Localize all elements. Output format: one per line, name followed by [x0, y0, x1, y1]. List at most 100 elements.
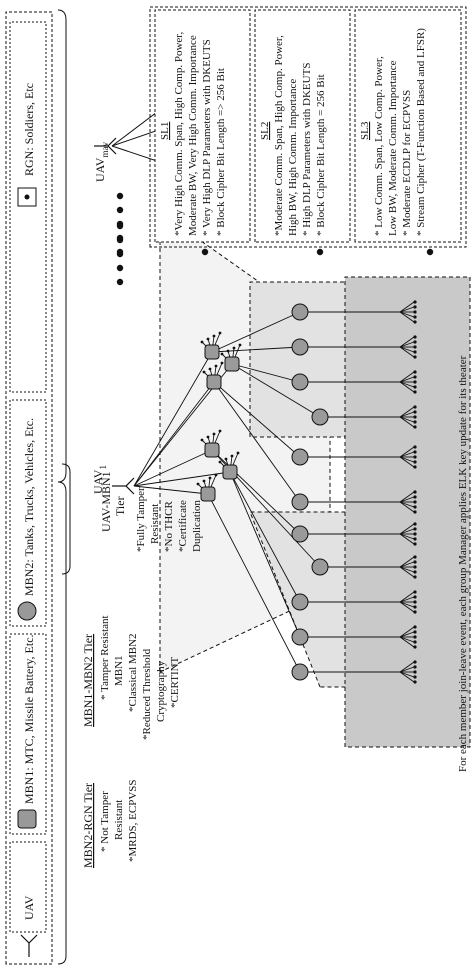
legend-mbn2-box	[9, 399, 47, 627]
sl3-frame	[354, 9, 462, 243]
sl1-line-2: * Very High DLP Parameters with DKEUTS	[201, 39, 213, 236]
sl1-title: SL1	[159, 122, 171, 140]
note-mbn2-rgn-0: * Not Tamper	[99, 791, 111, 852]
tier-regions	[159, 211, 471, 748]
uavmav-label: UAVmav	[93, 142, 110, 182]
uav1-label: UAV1	[91, 465, 108, 494]
mbn1-leaf-node	[220, 361, 224, 365]
legend-mbn1-box	[9, 633, 47, 835]
mbn1-leaf-node	[206, 337, 210, 341]
mbn1-node	[204, 442, 220, 458]
mbn1-mbn2-link	[229, 471, 301, 638]
tier-uav-mbn1-line2: Tier	[113, 496, 127, 516]
uav-icon	[20, 934, 38, 957]
rgn-node	[413, 640, 417, 644]
sl2-box: SL2 *Moderate Comm. Span, High Comp. Pow…	[254, 9, 351, 243]
mbn1-mbn2-link	[231, 363, 301, 383]
rgn-node	[413, 560, 417, 564]
mbn1-leaf-node	[212, 334, 216, 338]
uav1-mbn1-link	[133, 471, 231, 487]
mbn1-leaf-node	[196, 482, 200, 486]
rgn-node	[413, 320, 417, 324]
mbn2-circle-icon	[17, 601, 37, 621]
mbn1-leaf-node	[202, 479, 206, 483]
tier-uav-mbn1-brace	[61, 463, 71, 575]
mbn1-leaf-node	[200, 340, 204, 344]
mbn2-node	[291, 303, 309, 321]
note-uav-mbn1-2: *No THCR	[163, 501, 175, 552]
legend-mbn2-label: MBN2: Tanks, Trucks, Vehicles, Etc.	[22, 418, 36, 596]
rgn-node	[413, 570, 417, 574]
rgn-node	[413, 565, 417, 569]
rgn-node	[413, 415, 417, 419]
rgn-node	[413, 455, 417, 459]
rgn-node	[413, 450, 417, 454]
rgn-node	[413, 315, 417, 319]
mbn1-mbn2-link	[211, 449, 301, 535]
rgn-leaf-link	[399, 636, 415, 648]
rgn-leaf-link	[399, 381, 415, 393]
sl1-line-0: *Very High Comm. Span, High Comp. Power,	[173, 31, 185, 236]
note-uav-mbn1-1: Resistant	[149, 504, 161, 544]
mbn1-leaf-node	[206, 435, 210, 439]
sl2-line-3: * Block Cipher Bit Length = 256 Bit	[315, 74, 327, 236]
mbn1-leaf-node	[208, 476, 212, 480]
rgn-leaf-link	[399, 501, 415, 513]
mbn1-leaf-node	[214, 473, 218, 477]
rgn-leaf-link	[399, 381, 415, 388]
rgn-leaf-link	[399, 456, 415, 468]
rgn-leaf-link	[399, 301, 415, 313]
rgn-leaf-link	[399, 601, 415, 613]
sl2-frame	[254, 9, 351, 243]
mbn1-node	[222, 464, 238, 480]
ellipsis-dot	[116, 192, 124, 200]
uavmav-icon	[94, 137, 117, 155]
rgn-node	[413, 670, 417, 674]
mbn1-leaf-node	[214, 364, 218, 368]
tier-uav-mbn1-line1: UAV-MBN1	[99, 471, 113, 532]
note-mbn1-mbn2-1: MBN1	[113, 655, 125, 686]
legend-rgn-label: RGN: Soldiers, Etc	[22, 83, 36, 176]
rgn-node	[413, 505, 417, 509]
rgn-node	[413, 665, 417, 669]
rgn-leaf-link	[399, 523, 415, 535]
ellipsis-dot	[116, 206, 124, 214]
mbn1-leaf-node	[226, 349, 230, 353]
mbn1-leaf-node	[220, 352, 224, 356]
sl2-title: SL2	[259, 122, 271, 140]
rgn-leaf-link	[399, 311, 415, 323]
rgn-leaf-link	[399, 311, 415, 318]
tier-mbn2-rgn-label: MBN2-RGN Tier	[81, 783, 95, 868]
uav1-node: UAV1	[91, 465, 135, 495]
rgn-node	[413, 575, 417, 579]
rgn-leaf-link	[399, 341, 415, 348]
note-mbn1-mbn2-3: *Reduced Threshold	[141, 648, 153, 740]
rgn-leaf-link	[399, 411, 415, 418]
rgn-node	[413, 375, 417, 379]
mbn1-leaf-node	[212, 432, 216, 436]
sl2-line-2: * High DLP Parameters with DKEUTS	[301, 63, 313, 236]
mbn1-leaf-node	[218, 460, 222, 464]
rgn-leaf-link	[399, 406, 415, 418]
legend-uav: UAV	[9, 841, 47, 957]
mbn1-mbn2-link	[229, 471, 301, 603]
mbn1-mbn2-link	[213, 381, 301, 503]
rgn-leaf-link	[399, 336, 415, 348]
rgn-leaf-link	[399, 631, 415, 638]
note-uav-mbn1-3: *Certificate	[177, 500, 189, 552]
sl2-line-0: *Moderate Comm. Span, High Comp. Power,	[273, 35, 285, 236]
mbn1-node	[224, 356, 240, 372]
mbn2-node	[291, 493, 309, 511]
ellipsis-dot	[116, 248, 124, 256]
rgn-node	[413, 465, 417, 469]
mbn2-node	[291, 663, 309, 681]
legend-rgn-box	[9, 21, 47, 393]
ellipsis-dot	[201, 248, 209, 256]
rgn-node	[413, 555, 417, 559]
rgn-node	[413, 445, 417, 449]
rgn-node	[413, 680, 417, 684]
mbn1-leaf-node	[224, 457, 228, 461]
rgn-node	[413, 305, 417, 309]
nodes	[196, 300, 417, 684]
